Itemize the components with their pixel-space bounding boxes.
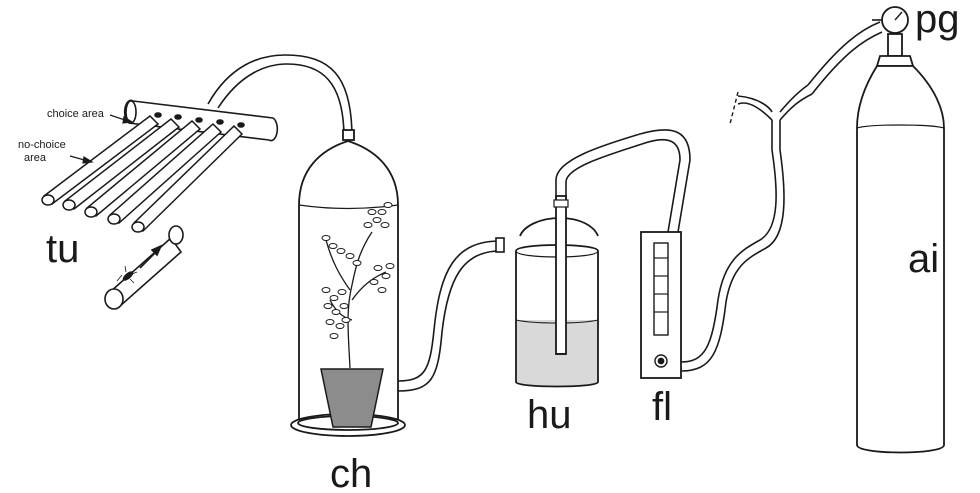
air-cylinder [856,33,945,454]
hose-chamber-to-humidifier [397,237,505,392]
manifold-holes [154,112,245,128]
label-tubes: tu [46,227,79,271]
insect-icon [116,265,138,284]
flowmeter [640,231,682,379]
plant-pot [320,368,384,428]
pressure-gauge-icon [872,6,909,34]
leaflets [321,202,395,339]
label-air-cylinder: ai [908,237,939,281]
label-flowmeter: fl [652,385,672,429]
label-choice-area: choice area [47,108,105,120]
label-no-choice-area-line2: area [24,152,47,164]
parallel-tubes [41,115,244,233]
hose-flowmeter-to-cylinder [680,21,883,372]
humidifier [515,195,599,388]
label-humidifier: hu [527,393,572,437]
release-tube [104,225,184,310]
annotation-arrows [69,114,134,164]
hose-humidifier-to-flowmeter [555,129,691,233]
plant-icon [321,202,395,369]
hose-manifold-to-chamber [207,54,353,139]
label-chamber: ch [330,452,372,493]
label-no-choice-area-line1: no-choice [18,139,66,151]
label-pressure-gauge: pg [915,0,960,41]
